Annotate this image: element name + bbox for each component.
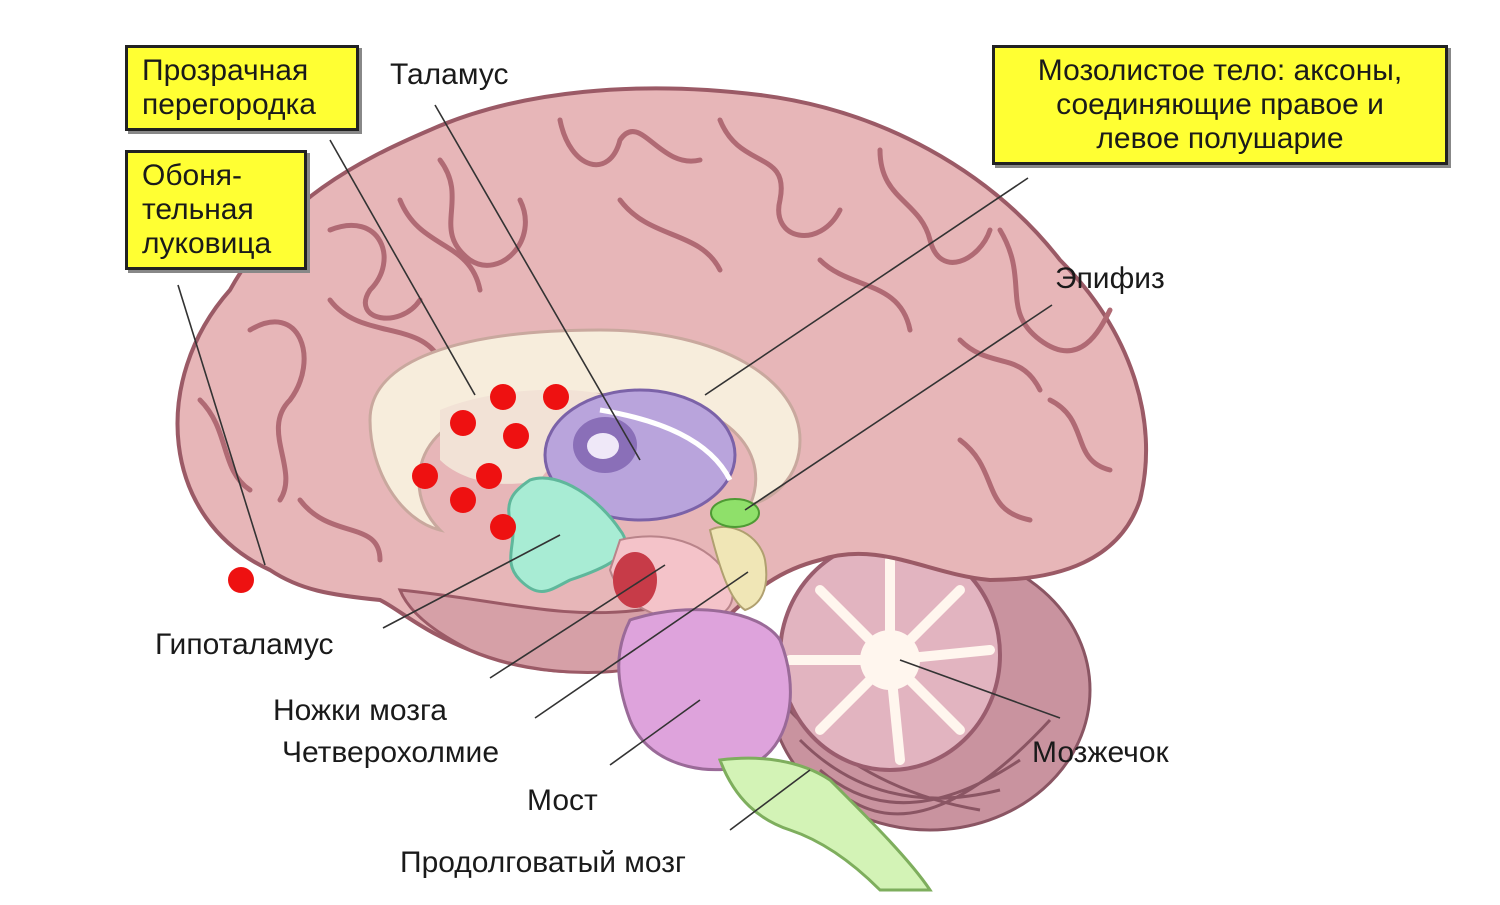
olfactory-bulb-label-box: Обоня- тельная луковица: [125, 150, 307, 270]
marker: [503, 423, 529, 449]
cerebral-peduncles-label: Ножки мозга: [273, 694, 447, 727]
corpus-callosum-label-box: Мозолистое тело: аксоны, соединяющие пра…: [992, 45, 1448, 165]
cerebellum-label: Мозжечок: [1032, 736, 1169, 769]
marker: [476, 463, 502, 489]
epiphysis: [710, 498, 760, 528]
quadrigemina-label: Четверохолмие: [282, 736, 500, 769]
marker: [543, 384, 569, 410]
corpus-callosum: [368, 328, 802, 533]
cerebellum: [768, 538, 1092, 832]
pons: [617, 608, 792, 772]
epiphysis-label: Эпифиз: [1055, 262, 1165, 295]
thalamus-label: Таламус: [390, 58, 509, 91]
septum-label-box: Прозрачная перегородка: [125, 45, 359, 131]
corpus-callosum-label-line: соединяющие правое и: [1056, 88, 1384, 121]
corpus-callosum-label-line: Мозолистое тело: аксоны,: [1037, 54, 1403, 87]
thalamus: [543, 388, 737, 522]
septum-label-line: перегородка: [142, 88, 316, 121]
pons-label: Мост: [527, 784, 598, 817]
red-markers: [228, 384, 569, 593]
quadrigemina: [708, 525, 768, 612]
marker: [228, 567, 254, 593]
marker: [450, 487, 476, 513]
leader-lines: [177, 104, 1061, 831]
olfactory-label-line: Обоня-: [142, 159, 243, 192]
hypothalamus-label: Гипоталамус: [155, 628, 334, 661]
septum-label-line: Прозрачная: [142, 54, 309, 87]
marker: [412, 463, 438, 489]
medulla-oblongata: [717, 756, 933, 892]
marker: [450, 410, 476, 436]
olfactory-label-line: тельная: [142, 193, 254, 226]
medulla-label: Продолговатый мозг: [400, 846, 686, 879]
marker: [490, 384, 516, 410]
mammillary-red: [613, 552, 657, 608]
olfactory-label-line: луковица: [142, 227, 272, 260]
corpus-callosum-label-line: левое полушарие: [1096, 122, 1344, 155]
marker: [490, 514, 516, 540]
